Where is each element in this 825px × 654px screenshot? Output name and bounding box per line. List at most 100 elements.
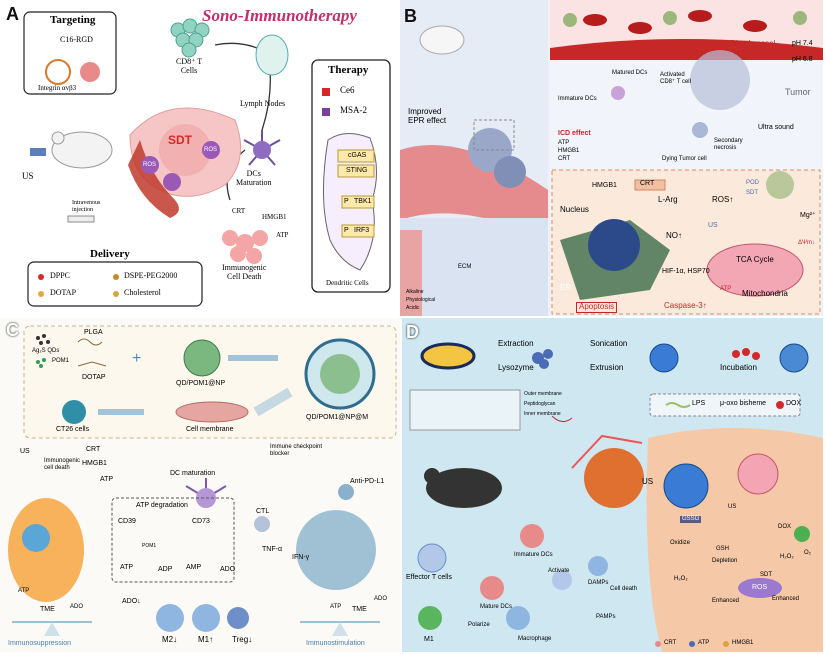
us-label-c: US [20,448,30,455]
crt-label-c: CRT [86,446,101,453]
dying-label: Dying Tumor cell [662,156,707,162]
us-label: US [22,171,34,181]
effector-label: Effector T cells [406,574,452,581]
panel-a-illustration [23,11,391,307]
larg-label: L-Arg [658,195,678,204]
tnf-label: TNF-α [262,546,282,553]
activated-label: Activated CD8⁺ T cell [660,72,691,85]
h2o2b-label: H₂O₂ [674,576,688,582]
o2-label: O₂ [804,550,811,556]
dendritic-cells-label: Dendritic Cells [326,279,369,287]
extrusion-label: Extrusion [590,363,624,372]
icd-label: Immunogenic Cell Death [222,263,267,281]
dc-label-c: DC maturation [170,470,216,477]
er-label: ER [560,283,572,292]
atp-right-label: ATP [330,604,342,610]
panel-d: D Extraction Lysozyme [402,318,823,652]
panel-a: A [0,0,396,312]
dotap-label-c: DOTAP [82,374,106,381]
atp-label: ATP [276,231,289,239]
polarize-label: Polarize [468,622,490,628]
icd-item-crt: CRT [558,156,571,162]
targeting-heading: Targeting [50,14,96,26]
sdt-label-d: SDT [760,572,772,578]
atp-deg-label: ATP degradation [136,502,188,509]
np-label: QD/POM1@NP [176,380,226,387]
panel-d-illustration [409,342,823,652]
pamps-label: PAMPs [596,614,616,620]
sting-p2: P [344,227,349,234]
ros-label-2: ROS [204,147,218,153]
atp-left-label: ATP [18,588,30,594]
sdt-label: SDT [168,133,192,147]
caspase-label: Caspase-3↑ [664,301,707,310]
us-label-d: US [642,477,654,486]
targeting-receptor: Integrin αvβ3 [38,84,77,92]
panel-c-illustration: + [8,325,397,636]
panel-a-label: A [6,4,19,24]
immunostimulation-label: Immunostimulation [306,640,365,647]
therapy-heading: Therapy [328,64,369,76]
delivery-cholesterol: Cholesterol [124,288,161,297]
hmgb1-label: HMGB1 [262,213,287,221]
legend-acidic: Acidic [406,305,420,311]
cd39-label: CD39 [118,518,136,525]
ado-label: ADO [220,566,236,573]
pom1-small-label: POM1 [142,543,157,549]
sonication-label: Sonication [590,339,628,348]
panel-b: B Blood vessel pH 7.4 pH 6.8 Tumor Impro… [400,0,823,316]
atp-label-c: ATP [100,476,114,483]
mature-label-d: Mature DCs [480,604,513,610]
therapy-msa2: MSA-2 [340,105,368,115]
nucleus-label: Nucleus [560,205,589,214]
ado-left-label: ADO [70,604,84,610]
inner-label: Inner membrane [524,411,561,417]
tme2-label: TME [352,606,367,613]
macrophage-label: Macrophage [518,636,552,642]
ros-label-d: ROS [752,584,768,591]
dpsi-label: ΔΨm↓ [798,240,816,246]
targeting-ligand: C16-RGD [60,35,93,44]
ros-bubble [141,156,159,174]
mg-label: Mg²⁺ [800,212,816,219]
lymph-label: Lymph Nodes [240,99,286,108]
ros-label-1: ROS [143,162,157,168]
membrane-label: Cell membrane [186,426,234,433]
outer-label: Outer membrane [524,391,562,397]
therapy-ce6: Ce6 [340,85,355,95]
ultrasound-label: Ultra sound [758,124,794,131]
bottom-legend-hmgb1: HMGB1 [732,640,754,646]
sting-irf3: IRF3 [354,227,370,234]
pepti-label: Peptidoglycan [524,401,556,407]
ctl-label: CTL [256,508,270,515]
gsh-label: GSH [716,546,730,552]
sting-tbk1: TBK1 [354,198,372,205]
panel-c-label: C [6,320,19,340]
panel-b-illustration [400,0,823,316]
tca-label: TCA Cycle [736,255,774,264]
npm-label: QD/POM1@NP@M [306,414,369,421]
secondary-label: Secondary necrosis [714,138,743,151]
msa2-swatch [322,108,330,116]
legend-physiological: Physiological [406,297,436,303]
hmgb1-label-c: HMGB1 [82,460,107,467]
tumor-label: Tumor [785,87,811,97]
svg-text:+: + [132,350,141,367]
atp-label-b: ATP [720,286,732,292]
cd73-label: CD73 [192,518,210,525]
adp-label: ADP [158,566,173,573]
amp-label: AMP [186,564,202,571]
immature-label-d: Immature DCs [514,552,553,558]
ros-label-b: ROS↑ [712,195,734,204]
us-label-b: US [708,222,718,229]
ph2-label: pH 6.8 [792,56,813,63]
delivery-dppc: DPPC [50,271,71,280]
hif-label: HIF-1α, HSP70 [662,268,710,275]
ifn-label: IFN-γ [292,554,310,561]
panel-b-label: B [404,6,417,26]
ct26-label: CT26 cells [56,426,90,433]
delivery-dotap: DOTAP [50,288,77,297]
panel-a-title: Sono-Immunotherapy [202,6,357,25]
iv-label: Intravenous injection [72,200,101,213]
ce6-swatch [322,88,330,96]
